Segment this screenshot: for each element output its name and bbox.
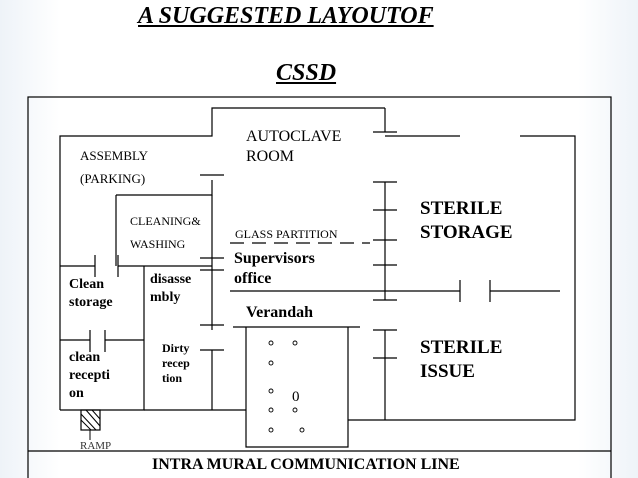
supervisors-line2: office [234, 270, 272, 287]
cleaning-line2: WASHING [130, 237, 186, 251]
dirty-reception-line3: tion [162, 371, 183, 385]
autoclave-line2: ROOM [246, 148, 295, 165]
sterile-storage-line2: STORAGE [420, 221, 513, 243]
left-background-band [0, 0, 60, 478]
clean-reception-line2: recepti [69, 368, 110, 384]
clean-reception-line1: clean [69, 350, 101, 365]
autoclave-room-label: AUTOCLAVE ROOM [246, 127, 341, 167]
verandah-label: Verandah [246, 304, 313, 321]
clean-reception-line3: on [69, 386, 84, 402]
building-wall-top [59, 107, 385, 410]
assembly-label: ASSEMBLY (PARKING) [80, 148, 148, 188]
verandah-bottom [245, 410, 349, 448]
clean-storage-label: Clean storage [69, 276, 113, 311]
ramp-icon [80, 409, 101, 440]
clean-storage-line2: storage [69, 294, 113, 310]
assembly-line2: (PARKING) [80, 171, 146, 187]
disassembly-label: disasse mbly [150, 271, 191, 306]
glass-partition-label: GLASS PARTITION [235, 227, 338, 241]
dirty-reception-line2: recep [162, 356, 190, 370]
cleaning-label: CLEANING& WASHING [130, 214, 201, 252]
disassembly-line2: mbly [150, 289, 181, 305]
verandah-zero-mark: 0 [292, 389, 300, 405]
cleaning-line1: CLEANING& [130, 214, 201, 228]
assembly-line1: ASSEMBLY [80, 148, 149, 163]
ramp-label: RAMP [80, 440, 112, 452]
sterile-storage-line1: STERILE [420, 198, 503, 219]
slide-title-line1: A SUGGESTED LAYOUTOF [138, 3, 434, 29]
storage-issue-wall [385, 135, 576, 421]
sterile-storage-label: STERILE STORAGE [420, 197, 513, 245]
slide-title-line2: CSSD [276, 60, 337, 86]
dirty-reception-line1: Dirty [162, 341, 190, 355]
sterile-issue-line1: STERILE [420, 337, 503, 358]
supervisors-office-label: Supervisors office [234, 249, 315, 289]
outer-boundary [27, 96, 612, 478]
sterile-issue-line2: ISSUE [420, 360, 475, 382]
clean-storage-line1: Clean [69, 277, 104, 292]
communication-line-label: INTRA MURAL COMMUNICATION LINE [152, 456, 460, 473]
verandah-markers [268, 340, 305, 433]
disassembly-line1: disasse [150, 272, 192, 287]
supervisors-line1: Supervisors [234, 250, 315, 267]
right-background-band [578, 0, 638, 478]
clean-reception-label: clean recepti on [69, 349, 110, 404]
autoclave-line1: AUTOCLAVE [246, 128, 342, 145]
dirty-reception-label: Dirty recep tion [162, 341, 190, 386]
sterile-issue-label: STERILE ISSUE [420, 336, 502, 384]
